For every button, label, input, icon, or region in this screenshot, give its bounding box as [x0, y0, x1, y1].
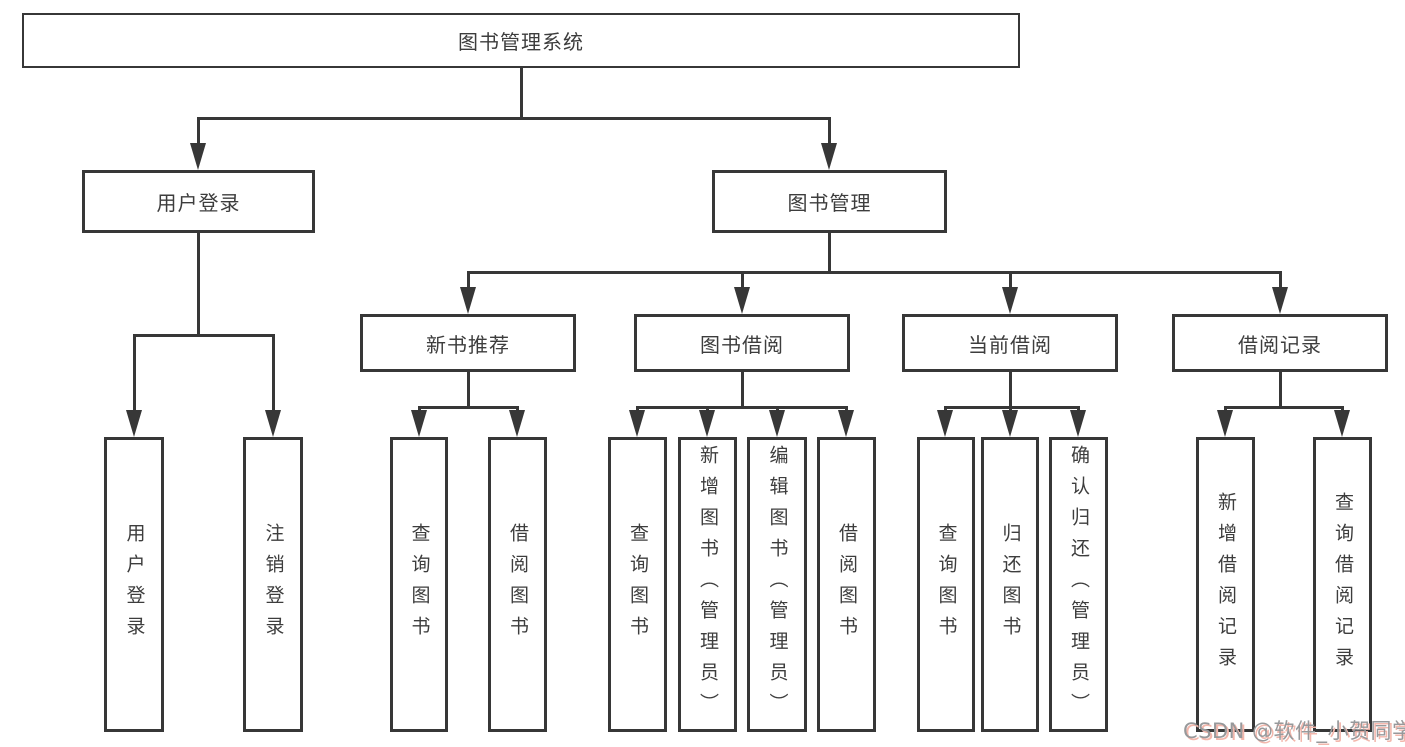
node-new-book-rec: 新书推荐 [360, 314, 576, 372]
arrowhead-icon [190, 143, 206, 170]
connector-line [467, 271, 1282, 274]
node-current-borrow: 当前借阅 [902, 314, 1118, 372]
node-bb-borrow-label: 借阅图书 [836, 522, 858, 647]
arrowhead-icon [734, 287, 750, 314]
connector-line [636, 406, 847, 409]
arrowhead-icon [1070, 410, 1086, 437]
node-root-label: 图书管理系统 [458, 30, 584, 54]
node-cb-return: 归还图书 [981, 437, 1039, 732]
connector-line [520, 68, 523, 119]
connector-line [1224, 406, 1343, 409]
node-br-query-label: 查询借阅记录 [1332, 491, 1354, 678]
node-bb-edit-label: 编辑图书（管理员） [766, 445, 789, 724]
connector-line [467, 271, 470, 289]
arrowhead-icon [460, 287, 476, 314]
node-nb-query-label: 查询图书 [408, 522, 431, 647]
arrowhead-icon [1002, 287, 1018, 314]
node-logout-label: 注销登录 [262, 522, 285, 647]
node-book-borrow: 图书借阅 [634, 314, 850, 372]
arrowhead-icon [821, 143, 837, 170]
node-nb-borrow: 借阅图书 [488, 437, 547, 732]
node-bb-query: 查询图书 [608, 437, 667, 732]
arrowhead-icon [1272, 287, 1288, 314]
node-cb-query: 查询图书 [917, 437, 975, 732]
node-cb-confirm: 确认归还（管理员） [1049, 437, 1108, 732]
connector-line [741, 271, 744, 289]
node-logout: 注销登录 [243, 437, 303, 732]
connector-line [1009, 271, 1012, 289]
node-cb-confirm-label: 确认归还（管理员） [1068, 445, 1090, 724]
connector-line [133, 334, 275, 337]
connector-line [197, 117, 831, 120]
connector-line [1279, 271, 1282, 289]
node-login: 用户登录 [104, 437, 164, 732]
arrowhead-icon [509, 410, 525, 437]
arrowhead-icon [1334, 410, 1350, 437]
node-root: 图书管理系统 [22, 13, 1020, 68]
node-user-login: 用户登录 [82, 170, 315, 233]
arrowhead-icon [126, 410, 142, 437]
node-cb-return-label: 归还图书 [999, 522, 1022, 647]
node-br-add-label: 新增借阅记录 [1215, 491, 1237, 678]
arrowhead-icon [937, 410, 953, 437]
node-bb-add-label: 新增图书（管理员） [697, 445, 719, 724]
node-login-label: 用户登录 [123, 522, 146, 647]
node-bb-borrow: 借阅图书 [817, 437, 876, 732]
node-new-book-rec-label: 新书推荐 [426, 332, 510, 357]
connector-line [272, 334, 275, 412]
node-user-login-label: 用户登录 [156, 191, 241, 215]
connector-line [467, 372, 470, 409]
connector-line [828, 233, 831, 274]
arrowhead-icon [838, 410, 854, 437]
connector-line [741, 372, 744, 409]
arrowhead-icon [1002, 410, 1018, 437]
node-book-borrow-label: 图书借阅 [700, 332, 784, 357]
node-br-query: 查询借阅记录 [1313, 437, 1372, 732]
node-current-borrow-label: 当前借阅 [968, 332, 1052, 357]
node-bb-edit: 编辑图书（管理员） [747, 437, 807, 732]
node-br-add: 新增借阅记录 [1196, 437, 1255, 732]
connector-line [197, 117, 200, 146]
connector-line [828, 117, 831, 146]
node-borrow-records: 借阅记录 [1172, 314, 1388, 372]
connector-line [133, 334, 136, 412]
node-book-mgmt: 图书管理 [712, 170, 947, 233]
arrowhead-icon [265, 410, 281, 437]
node-bb-query-label: 查询图书 [627, 522, 649, 647]
arrowhead-icon [629, 410, 645, 437]
connector-line [1279, 372, 1282, 409]
arrowhead-icon [699, 410, 715, 437]
arrowhead-icon [1217, 410, 1233, 437]
arrowhead-icon [411, 410, 427, 437]
node-nb-borrow-label: 借阅图书 [507, 522, 529, 647]
connector-line [418, 406, 519, 409]
connector-line [197, 233, 200, 337]
node-cb-query-label: 查询图书 [935, 522, 958, 647]
connector-line [1009, 372, 1012, 409]
node-bb-add: 新增图书（管理员） [678, 437, 737, 732]
arrowhead-icon [769, 410, 785, 437]
watermark: CSDN @软件_小贺同学 [1183, 719, 1405, 743]
node-borrow-records-label: 借阅记录 [1238, 332, 1322, 357]
node-book-mgmt-label: 图书管理 [787, 191, 872, 215]
node-nb-query: 查询图书 [390, 437, 448, 732]
